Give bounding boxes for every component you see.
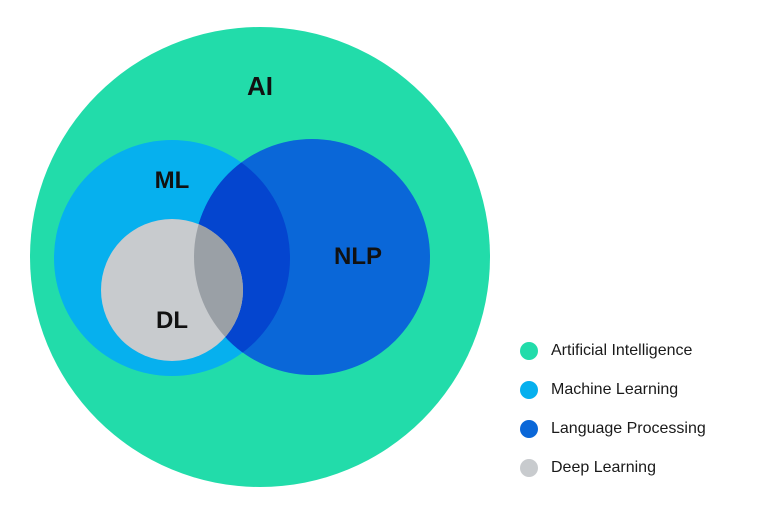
- ml-label: ML: [155, 167, 190, 194]
- legend-swatch-dl: [520, 459, 538, 477]
- legend-swatch-ml: [520, 381, 538, 399]
- legend-item-nlp: Language Processing: [520, 418, 706, 440]
- ai-label: AI: [247, 71, 273, 101]
- legend-item-ml: Machine Learning: [520, 379, 706, 401]
- nlp-label: NLP: [334, 243, 382, 270]
- legend-label-ml: Machine Learning: [551, 381, 679, 398]
- legend-swatch-nlp: [520, 420, 538, 438]
- ml-nlp-overlap: [194, 140, 290, 375]
- legend: Artificial Intelligence Machine Learning…: [520, 340, 706, 496]
- dl-label: DL: [156, 307, 188, 334]
- legend-item-ai: Artificial Intelligence: [520, 340, 706, 362]
- legend-label-ai: Artificial Intelligence: [551, 342, 693, 359]
- legend-label-nlp: Language Processing: [551, 420, 706, 437]
- legend-item-dl: Deep Learning: [520, 457, 706, 479]
- legend-label-dl: Deep Learning: [551, 459, 656, 476]
- legend-swatch-ai: [520, 342, 538, 360]
